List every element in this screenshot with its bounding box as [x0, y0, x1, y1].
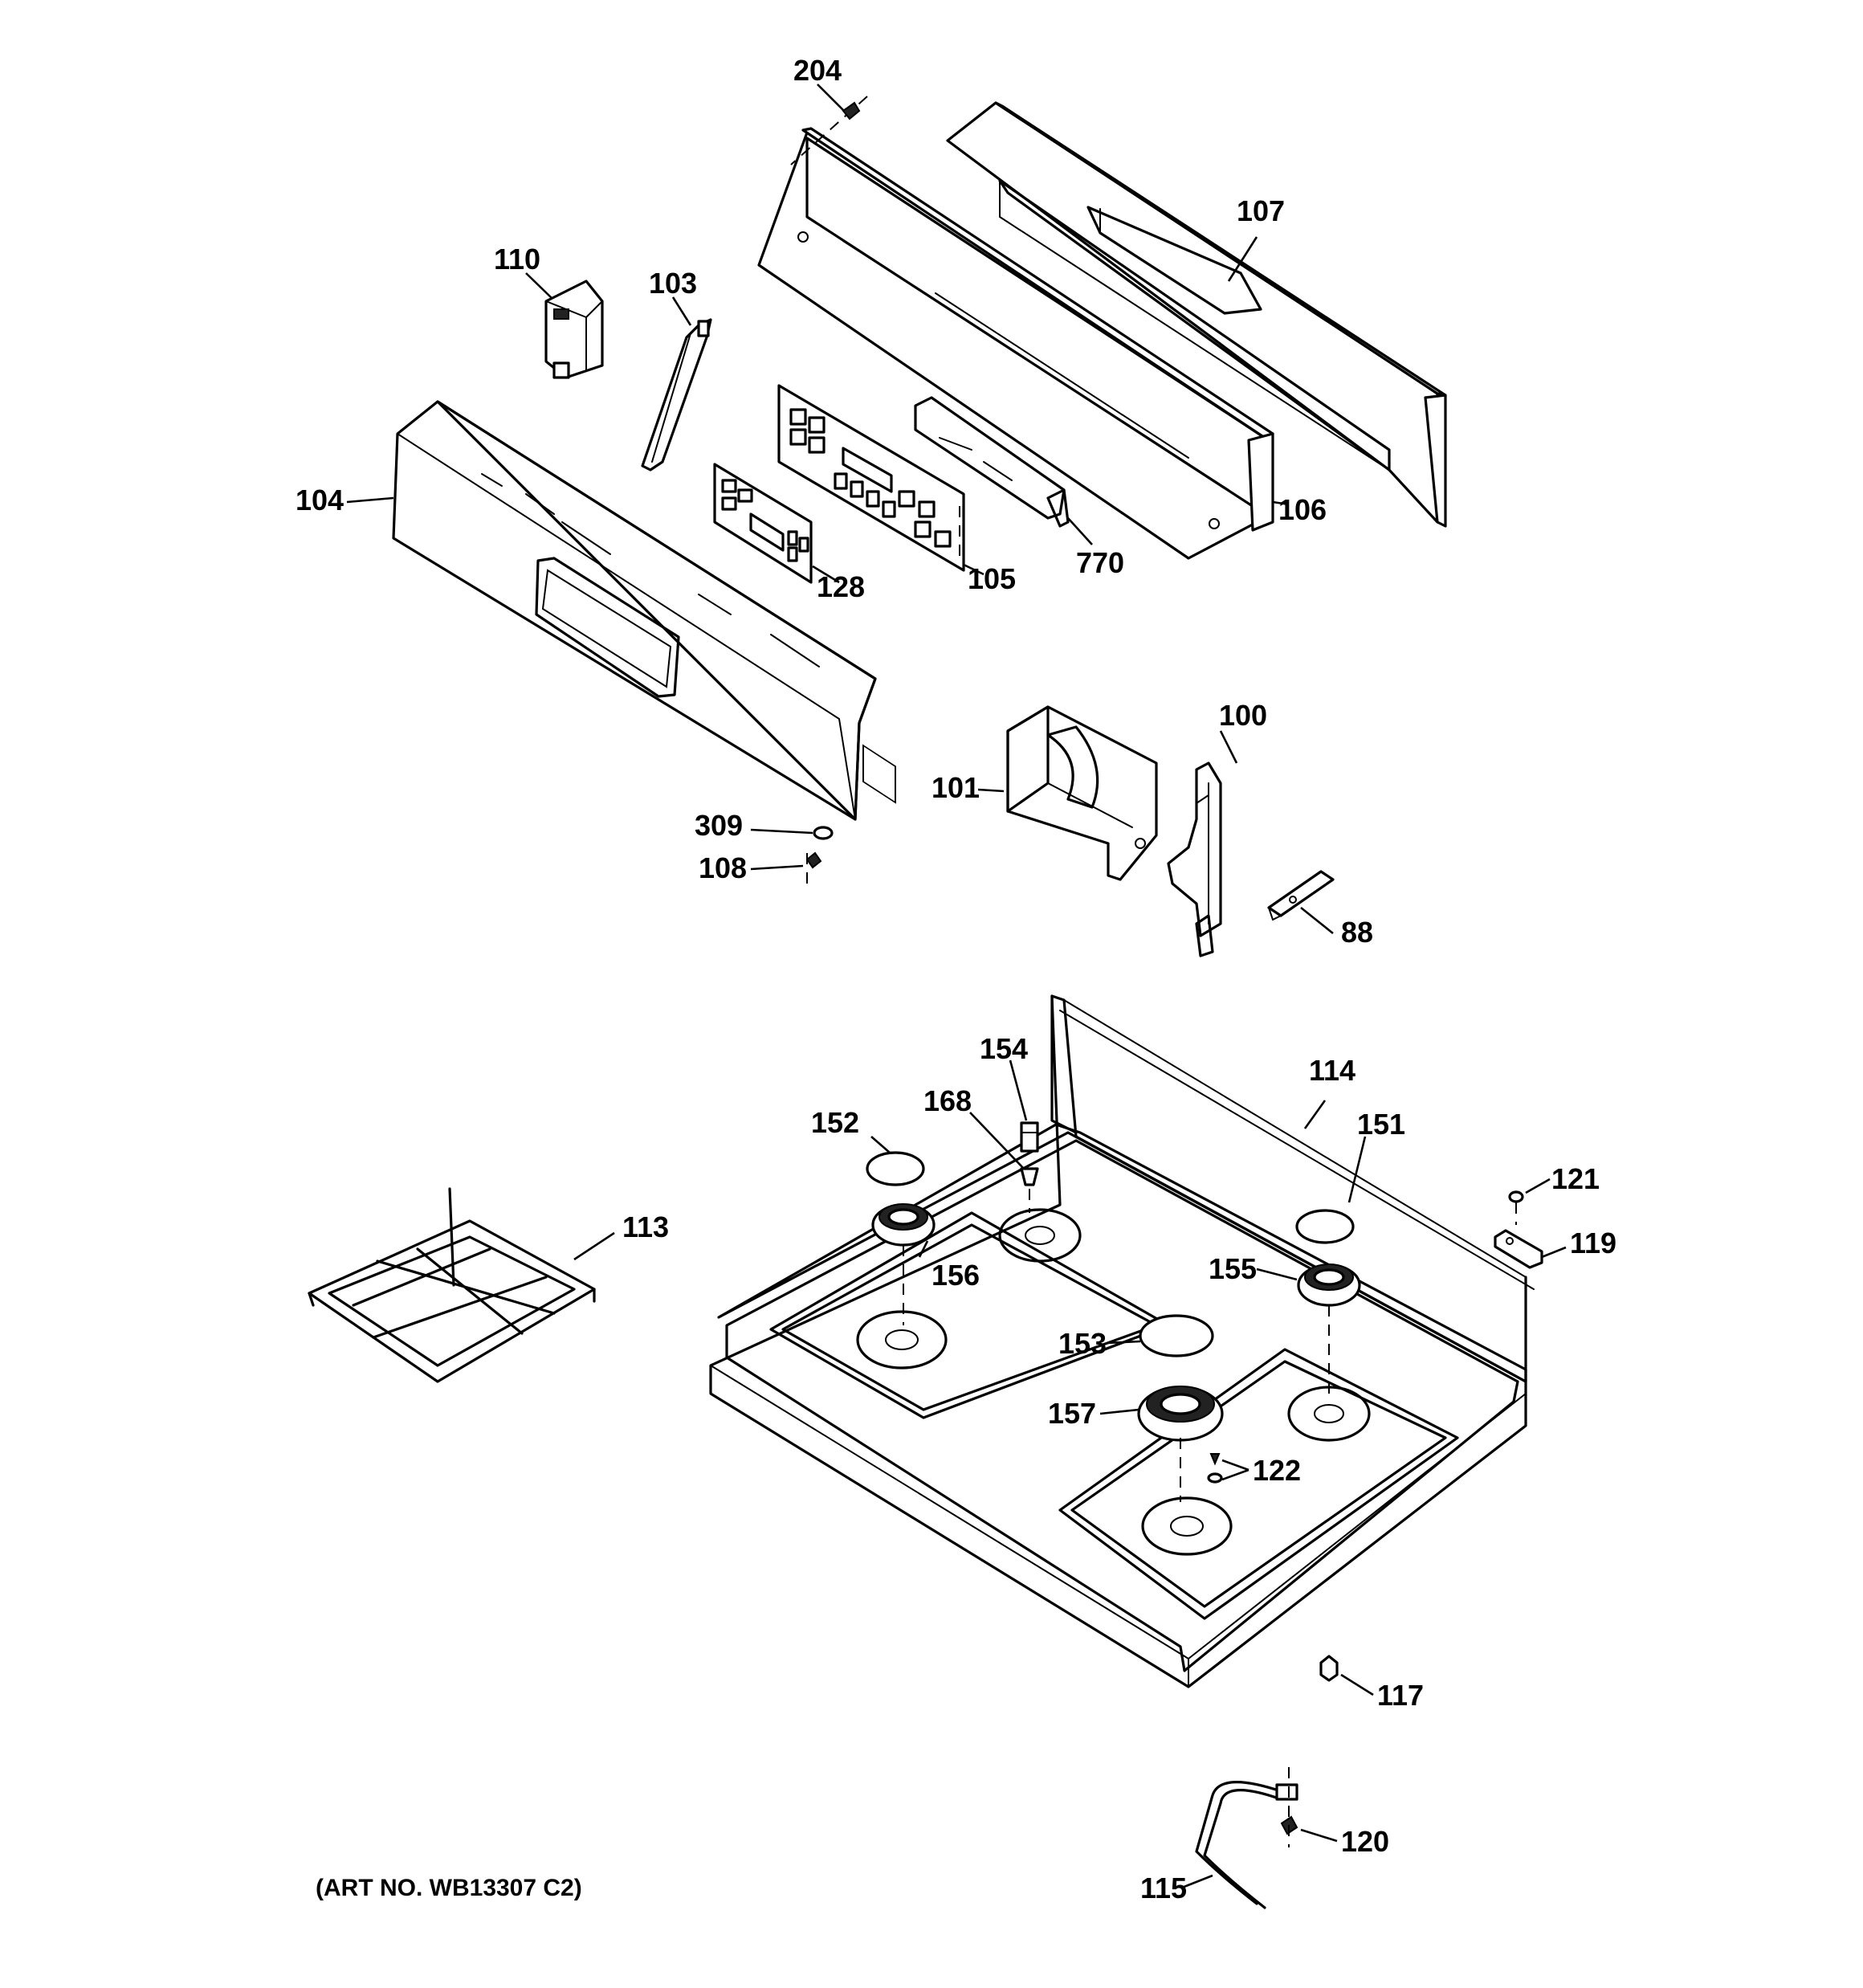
callout-154: 154: [980, 1032, 1028, 1065]
backsplash-106: [757, 127, 1274, 804]
callout-153: 153: [1058, 1327, 1107, 1360]
screw-120: [1280, 1767, 1298, 1847]
bar-88: [1267, 870, 1335, 921]
bracket-119: [1494, 1229, 1543, 1269]
screws-122: [1207, 1453, 1223, 1484]
callout-155: 155: [1209, 1252, 1257, 1285]
callout-104: 104: [296, 484, 344, 516]
callout-168: 168: [923, 1084, 972, 1117]
callout-105: 105: [968, 562, 1016, 595]
callout-204: 204: [793, 54, 842, 87]
screw-121: [1508, 1190, 1524, 1225]
callout-88: 88: [1341, 916, 1373, 949]
callout-106: 106: [1278, 493, 1327, 526]
overlay-128: [713, 463, 813, 584]
bracket-100: [1167, 761, 1222, 957]
control-panel-104: [392, 400, 877, 821]
burner-cap-153: [1139, 1314, 1214, 1357]
ignition-switch-110: [544, 280, 604, 379]
callout-100: 100: [1219, 699, 1267, 732]
grate-113: [308, 1187, 596, 1383]
screw-108: [805, 851, 822, 892]
callout-157: 157: [1048, 1397, 1096, 1430]
duct-770: [914, 396, 1070, 528]
screw-204: [790, 96, 868, 165]
callout-121: 121: [1551, 1162, 1600, 1195]
burner-head-157: [1137, 1386, 1224, 1502]
burner-cap-151: [1295, 1209, 1355, 1244]
burner-head-156: [871, 1203, 936, 1325]
callout-122: 122: [1253, 1454, 1301, 1487]
washer-309: [813, 826, 834, 840]
callout-115: 115: [1140, 1872, 1187, 1904]
callout-117: 117: [1377, 1679, 1424, 1712]
callout-110: 110: [494, 243, 540, 276]
callout-151: 151: [1357, 1108, 1405, 1141]
burner-head-155: [1297, 1263, 1361, 1394]
leader-lines: [346, 84, 1567, 1889]
control-board-105: [777, 384, 965, 572]
burner-cap-152: [866, 1151, 925, 1186]
callout-107: 107: [1237, 194, 1285, 227]
nut-117: [1319, 1655, 1339, 1682]
bracket-103: [641, 318, 712, 471]
art-number: (ART NO. WB13307 C2): [316, 1875, 582, 1901]
shield-101: [1006, 705, 1158, 881]
igniter-154: [1020, 1121, 1039, 1153]
callout-103: 103: [649, 267, 697, 300]
rear-cover-107: [946, 101, 1447, 528]
callout-156: 156: [932, 1259, 980, 1292]
screw-168: [1020, 1167, 1039, 1213]
callout-120: 120: [1341, 1825, 1389, 1858]
callout-101: 101: [932, 771, 980, 804]
callout-113: 113: [622, 1210, 669, 1243]
callout-309: 309: [695, 809, 743, 842]
rod-115: [1195, 1781, 1298, 1909]
callout-119: 119: [1570, 1227, 1616, 1259]
callout-770: 770: [1076, 546, 1124, 579]
callout-128: 128: [817, 570, 865, 603]
callout-108: 108: [699, 851, 747, 884]
callout-152: 152: [811, 1106, 859, 1139]
callout-114: 114: [1309, 1054, 1355, 1087]
